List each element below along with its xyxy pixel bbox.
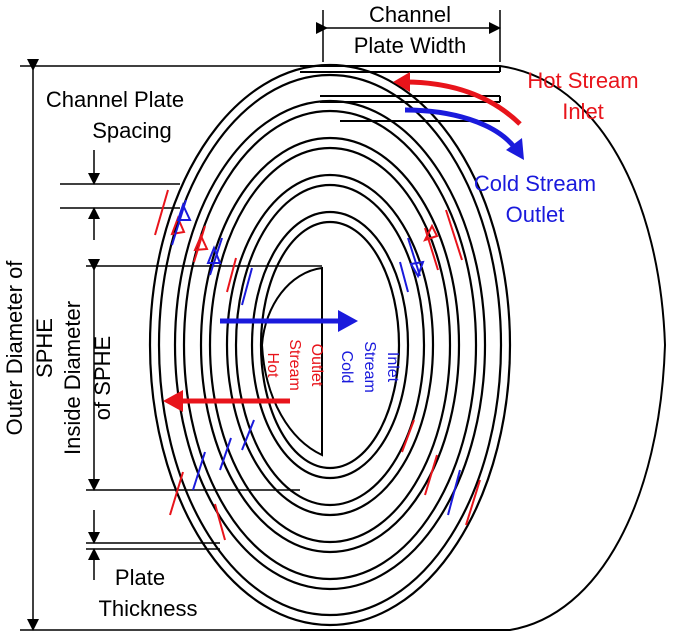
label-cold-inlet-2: Stream [361, 341, 378, 393]
label-hot-outlet-3: Outlet [308, 344, 325, 387]
label-hot-outlet-2: Stream [286, 339, 303, 391]
hot-stream-outlet-arrow [163, 390, 290, 412]
cylinder-shell [300, 65, 667, 631]
inner-core [260, 266, 323, 457]
label-outer-diameter-1: Outer Diameter of [2, 260, 27, 436]
label-hot-stream-inlet-1: Hot Stream [527, 68, 638, 93]
label-cold-stream-outlet-1: Cold Stream [474, 171, 596, 196]
label-cold-inlet-3: Inlet [384, 352, 401, 383]
label-channel-spacing-2: Spacing [92, 118, 172, 143]
label-plate-thickness-2: Thickness [98, 596, 197, 621]
cold-stream-inlet-arrow [220, 310, 358, 332]
label-hot-outlet-1: Hot [264, 353, 281, 378]
spiral-plates [148, 63, 512, 627]
label-outer-diameter-2: SPHE [32, 318, 57, 378]
cold-stream-outlet-arrow [404, 107, 524, 160]
label-channel-plate-width-1: Channel [369, 2, 451, 27]
label-inside-diameter-1: Inside Diameter [60, 301, 85, 455]
label-cold-stream-outlet-2: Outlet [506, 202, 565, 227]
plate-thickness-dimension [86, 510, 220, 580]
channel-flow-arrows [154, 189, 481, 541]
hot-stream-inlet-arrow [393, 72, 522, 126]
outer-diameter-dimension [20, 59, 300, 631]
label-hot-stream-inlet-2: Inlet [562, 99, 604, 124]
label-inside-diameter-2: of SPHE [90, 336, 115, 420]
label-cold-inlet-1: Cold [338, 351, 355, 384]
label-channel-spacing-1: Channel Plate [46, 87, 184, 112]
plate-ends [300, 65, 501, 122]
channel-spacing-dimension [60, 150, 180, 240]
label-channel-plate-width-2: Plate Width [354, 33, 467, 58]
channel-plate-width-dimension [316, 10, 501, 62]
label-plate-thickness-1: Plate [115, 565, 165, 590]
